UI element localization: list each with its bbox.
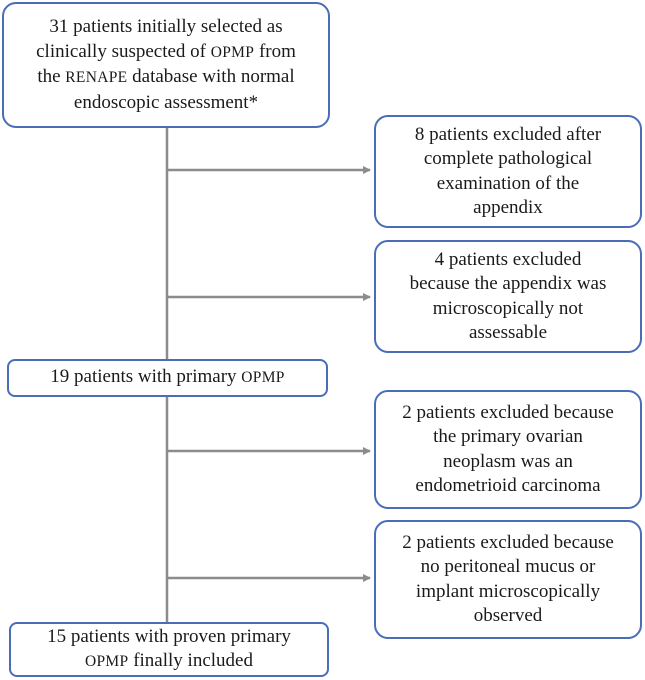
initial-selection-box: 31 patients initially selected as clinic… <box>2 2 330 128</box>
excluded-1-line-4: appendix <box>473 197 543 218</box>
excluded-2-line-3: microscopically not <box>432 297 584 319</box>
excluded-3-line-3: neoplasm was an <box>443 450 573 472</box>
excluded-2-line-1: 4 patients excluded <box>434 248 582 270</box>
final-line-1: 15 patients with proven primary <box>47 625 291 647</box>
initial-line-1: 31 patients initially selected as <box>49 16 283 37</box>
excluded-2-line-2: because the appendix was <box>409 273 607 294</box>
initial-opmp-acronym: OPMP <box>210 43 255 61</box>
initial-line-2: clinically suspected of OPMP from <box>36 40 296 66</box>
excluded-2-line-4: assessable <box>468 322 548 343</box>
excluded-box-4: 2 patients excluded because no peritonea… <box>374 520 642 639</box>
final-line-2-text: finally included <box>128 650 253 671</box>
excluded-box-1: 8 patients excluded after complete patho… <box>374 115 642 228</box>
excluded-3-line-4: endometrioid carcinoma <box>415 475 601 496</box>
primary-text: 19 patients with primary <box>50 366 242 388</box>
primary-line: 19 patients with primary OPMP <box>50 365 284 391</box>
excluded-3-line-2: the primary ovarian <box>433 426 583 447</box>
excluded-4-line-1: 2 patients excluded because <box>402 531 614 553</box>
initial-line-3-tail: database with normal <box>127 66 295 87</box>
excluded-1-line-3: examination of the <box>436 172 580 194</box>
final-opmp-acronym: OPMP <box>85 653 129 670</box>
final-included-box: 15 patients with proven primary OPMP fin… <box>9 622 329 677</box>
excluded-box-2: 4 patients excluded because the appendix… <box>374 240 642 353</box>
initial-line-2-text: clinically suspected of <box>36 40 211 62</box>
initial-line-3: the RENAPE database with normal <box>36 65 296 91</box>
excluded-4-line-3: implant microscopically <box>415 580 601 602</box>
excluded-1-line-1: 8 patients excluded after <box>414 123 602 145</box>
excluded-1-line-2: complete pathological <box>423 148 593 169</box>
excluded-4-line-2: no peritoneal mucus or <box>420 556 596 577</box>
primary-opmp-box: 19 patients with primary OPMP <box>7 359 328 397</box>
excluded-4-line-4: observed <box>473 605 543 626</box>
primary-opmp-acronym: OPMP <box>241 369 285 387</box>
initial-line-4: endoscopic assessment* <box>73 91 259 113</box>
initial-line-3-text: the <box>37 66 66 87</box>
final-line-2: OPMP finally included <box>47 649 291 675</box>
initial-line-2-tail: from <box>254 40 296 62</box>
excluded-3-line-1: 2 patients excluded because <box>402 401 614 423</box>
initial-renape-acronym: RENAPE <box>65 69 128 86</box>
excluded-box-3: 2 patients excluded because the primary … <box>374 390 642 509</box>
